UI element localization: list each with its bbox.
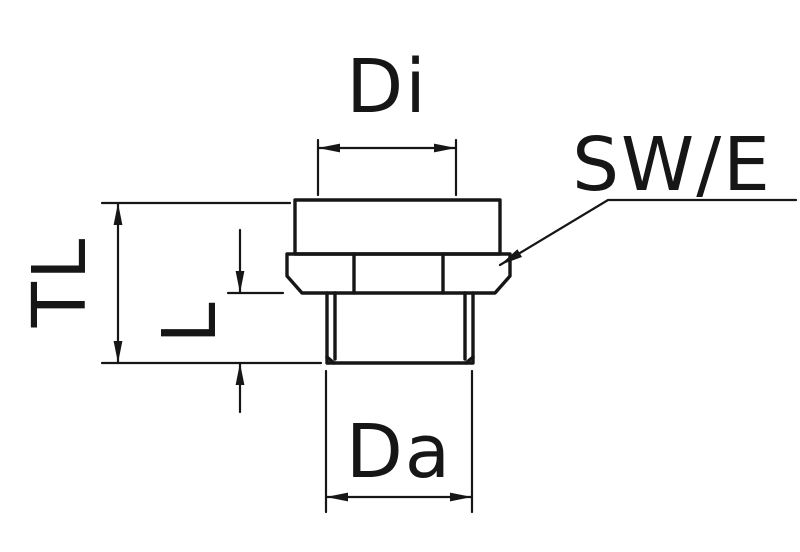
plug-outline <box>285 198 512 365</box>
hex-section-outline <box>285 252 512 295</box>
upper-body-outline <box>293 198 502 256</box>
labels: Di SW/E TL L Da <box>17 44 772 495</box>
inner-diameter-label: Di <box>346 44 428 130</box>
arrowheads <box>113 143 522 502</box>
spanner-size-label: SW/E <box>572 122 772 208</box>
di-arrow-left <box>318 143 340 153</box>
thread-chamfer-left <box>325 355 336 365</box>
swe-leader-arrow <box>500 249 522 265</box>
tl-arrow-bottom <box>113 341 123 363</box>
da-arrow-left <box>326 492 348 502</box>
total-length-label: TL <box>17 237 103 328</box>
thread-section-outline <box>325 291 475 365</box>
l-arrow-down <box>235 271 245 293</box>
l-arrow-up <box>235 363 245 385</box>
thread-length-label: L <box>147 300 233 343</box>
tl-arrow-top <box>113 203 123 225</box>
di-arrow-right <box>434 143 456 153</box>
swe-leader-line <box>498 198 798 267</box>
outer-diameter-label: Da <box>346 409 452 495</box>
da-arrow-right <box>450 492 472 502</box>
thread-chamfer-right <box>464 355 475 365</box>
